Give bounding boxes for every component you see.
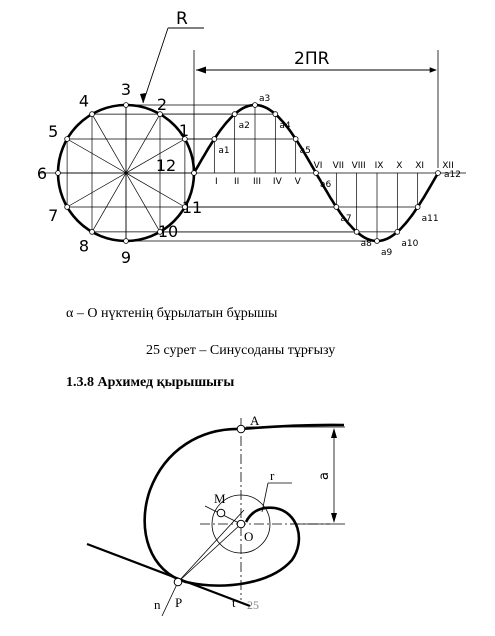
roman-label-3: III [253, 177, 261, 187]
circle-point-5 [64, 136, 70, 142]
archimedean-spiral-figure: a r A M O n P t 25 [86, 413, 345, 617]
circle-point-7 [64, 204, 70, 210]
circle-label-3: 3 [121, 80, 131, 99]
roman-label-2: II [234, 177, 239, 187]
ordinate-lines [213, 105, 419, 241]
point-o-marker [236, 519, 246, 529]
circle-label-9: 9 [121, 248, 131, 267]
curve-label-2: a2 [239, 121, 250, 131]
spiral-curve [143, 423, 345, 587]
circle-label-5: 5 [48, 122, 58, 141]
dim-a-arrow-bottom [331, 513, 337, 523]
curve-point-8 [353, 229, 360, 235]
circle-point-1 [182, 136, 188, 142]
circle-point-2 [157, 111, 163, 117]
circle-point-3 [123, 102, 129, 108]
tangent-line [86, 542, 251, 608]
figure-caption: 25 сурет – Синусоданы тұрғызу [146, 343, 336, 358]
roman-label-9: IX [375, 161, 384, 171]
page-number: 25 [247, 598, 259, 612]
roman-label-5: V [295, 177, 302, 187]
circle-label-1: 1 [179, 121, 189, 140]
dim-arrow-left [196, 66, 206, 74]
circle-point-4 [89, 111, 95, 117]
curve-point-9 [374, 238, 380, 244]
roman-label-4: IV [273, 177, 283, 187]
circle-point-10 [157, 229, 163, 235]
curve-origin-point [191, 170, 197, 176]
circle-label-6: 6 [37, 164, 47, 183]
roman-label-7: VII [333, 161, 344, 171]
curve-point-7 [333, 204, 340, 210]
roman-label-8: VIII [352, 161, 366, 171]
curve-label-1: a1 [218, 146, 229, 156]
projection-lines [67, 104, 418, 242]
curve-label-3: a3 [259, 94, 270, 104]
radius-circle-r [211, 494, 271, 554]
curve-point-5 [292, 136, 299, 142]
point-o-label: O [244, 529, 253, 544]
radius-op [177, 523, 242, 583]
point-a-marker [236, 424, 246, 434]
radius-leader [142, 27, 169, 104]
circle-label-4: 4 [79, 91, 89, 110]
circle-label-7: 7 [48, 206, 58, 225]
roman-label-1: I [215, 177, 218, 187]
circle-label-2: 2 [157, 95, 167, 114]
alpha-caption: α – О нүктенің бұрылатын бұрышы [66, 306, 278, 321]
curve-label-8: a8 [361, 239, 373, 249]
curve-point-11 [414, 204, 421, 210]
point-a-label: A [250, 413, 260, 428]
curve-point-4 [272, 111, 279, 117]
section-heading: 1.3.8 Архимед қырышығы [66, 375, 235, 390]
point-m-marker [216, 508, 226, 518]
point-t-label: t [232, 595, 236, 610]
curve-label-11: a11 [422, 214, 439, 224]
r-label: r [270, 468, 275, 483]
roman-label-11: XI [415, 161, 424, 171]
radius-arrow [140, 93, 146, 103]
circle-point-11 [182, 204, 188, 210]
roman-label-12: XII [442, 161, 453, 171]
circle-label-11: 11 [182, 198, 202, 217]
roman-label-10: X [396, 161, 402, 171]
radius-label: R [176, 9, 188, 29]
curve-point-10 [394, 229, 401, 235]
point-n-label: n [154, 597, 161, 612]
dim-a-arrow-top [331, 428, 337, 438]
r-leader [261, 482, 269, 513]
circle-label-12: 12 [156, 156, 176, 175]
normal-line-ext [177, 509, 245, 583]
length-label: 2ПR [294, 49, 330, 69]
dim-a-label: a [317, 472, 332, 480]
curve-label-5: a5 [300, 146, 311, 156]
normal-line [161, 581, 179, 617]
circle-point-9 [123, 238, 129, 244]
point-p-marker [173, 577, 183, 587]
circle-point-6 [55, 170, 61, 176]
curve-point-2 [231, 111, 238, 117]
curve-point-6 [313, 170, 319, 176]
curve-label-10: a10 [401, 239, 418, 249]
circle-label-10: 10 [158, 222, 178, 241]
point-p-label: P [175, 595, 182, 610]
curve-point-12 [435, 170, 441, 176]
curve-label-6: a6 [320, 180, 332, 190]
curve-label-9: a9 [381, 248, 393, 258]
point-markers [55, 102, 441, 244]
circle-point-8 [89, 229, 95, 235]
curve-point-3 [252, 102, 258, 108]
curve-label-7: a7 [340, 214, 351, 224]
circle-label-8: 8 [79, 237, 89, 256]
point-m-label: M [214, 491, 226, 506]
roman-label-6: VI [314, 161, 323, 171]
curve-point-labels: a1 a2 a3 a4 a5 a6 a7 a8 a9 a10 a11 a12 [218, 94, 461, 258]
curve-label-4: a4 [279, 121, 291, 131]
curve-point-1 [211, 136, 218, 142]
curve-label-12: a12 [444, 170, 461, 180]
